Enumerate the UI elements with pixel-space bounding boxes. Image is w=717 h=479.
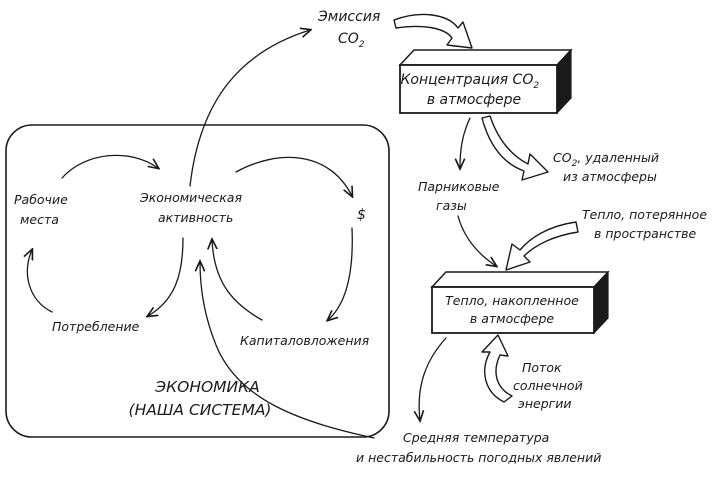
solar-line1: Поток (522, 360, 562, 375)
greenhouse-label: Парниковые газы (418, 179, 503, 213)
heat-lost-line2: в пространстве (594, 226, 697, 241)
co2-removed-label: CO2, удаленный из атмосферы (553, 150, 663, 184)
temperature-line1: Средняя температура (403, 430, 549, 445)
greenhouse-line1: Парниковые (418, 179, 500, 194)
concentration-box (398, 48, 573, 115)
concentration-sub: 2 (533, 81, 539, 91)
concentration-line1: Концентрация CO (400, 72, 533, 88)
co2-removed-line2: из атмосферы (563, 169, 657, 184)
arrow-temperature-to-activity (200, 262, 375, 439)
economy-title-line2: (НАША СИСТЕМА) (129, 401, 272, 419)
consumption-label: Потребление (52, 319, 140, 334)
arrow-investment-to-activity (212, 240, 263, 321)
arrow-consumption-to-jobs (27, 250, 53, 313)
arrow-heat-lost (505, 221, 579, 271)
temperature-line2: и нестабильность погодных явлений (356, 450, 601, 465)
emission-label: Эмиссия CO2 (317, 9, 385, 50)
heat-box-line2: в атмосфере (470, 311, 555, 326)
investment-label: Капиталовложения (240, 333, 370, 348)
solar-label: Поток солнечной энергии (513, 360, 587, 411)
emission-co: CO (338, 31, 359, 47)
concentration-label: Концентрация CO2 в атмосфере (400, 72, 543, 108)
heat-box-label: Тепло, накопленное в атмосфере (445, 293, 583, 326)
jobs-line1: Рабочие (14, 192, 68, 207)
concentration-line2: в атмосфере (427, 92, 521, 108)
arrow-emission-to-concentration (393, 13, 473, 49)
arrow-money-to-investment (328, 227, 353, 320)
heat-box-line1: Тепло, накопленное (445, 293, 579, 308)
solar-line3: энергии (518, 396, 571, 411)
co2-removed-sub: 2 (572, 159, 578, 169)
emission-line1: Эмиссия (317, 9, 380, 25)
co2-removed-co: CO (553, 150, 572, 165)
arrow-concentration-to-greenhouse (460, 117, 471, 168)
jobs-line2: места (20, 212, 59, 227)
co2-removed-line1: , удаленный (577, 150, 659, 165)
arrow-activity-to-money (235, 156, 352, 196)
jobs-label: Рабочие места (14, 192, 72, 227)
greenhouse-line2: газы (436, 198, 467, 213)
money-label: $ (357, 207, 366, 223)
solar-line2: солнечной (513, 378, 583, 393)
temperature-label: Средняя температура и нестабильность пог… (356, 430, 601, 465)
activity-label: Экономическая активность (139, 190, 246, 225)
arrow-activity-to-emission (189, 30, 310, 187)
activity-line1: Экономическая (139, 190, 242, 205)
arrow-jobs-to-activity (61, 154, 158, 179)
arrow-concentration-to-co2-removed (481, 115, 549, 181)
economy-title: ЭКОНОМИКА (НАША СИСТЕМА) (129, 378, 272, 419)
heat-box (430, 270, 610, 335)
arrow-activity-to-consumption (148, 237, 184, 316)
emission-sub: 2 (359, 40, 365, 50)
heat-lost-label: Тепло, потерянное в пространстве (582, 207, 711, 241)
arrow-solar-to-heat (481, 334, 513, 403)
heat-lost-line1: Тепло, потерянное (582, 207, 707, 222)
arrow-greenhouse-to-heat (457, 215, 496, 266)
activity-line2: активность (158, 210, 233, 225)
arrow-heat-to-temperature (419, 337, 447, 420)
economy-frame (5, 124, 390, 438)
economy-title-line1: ЭКОНОМИКА (154, 378, 259, 396)
